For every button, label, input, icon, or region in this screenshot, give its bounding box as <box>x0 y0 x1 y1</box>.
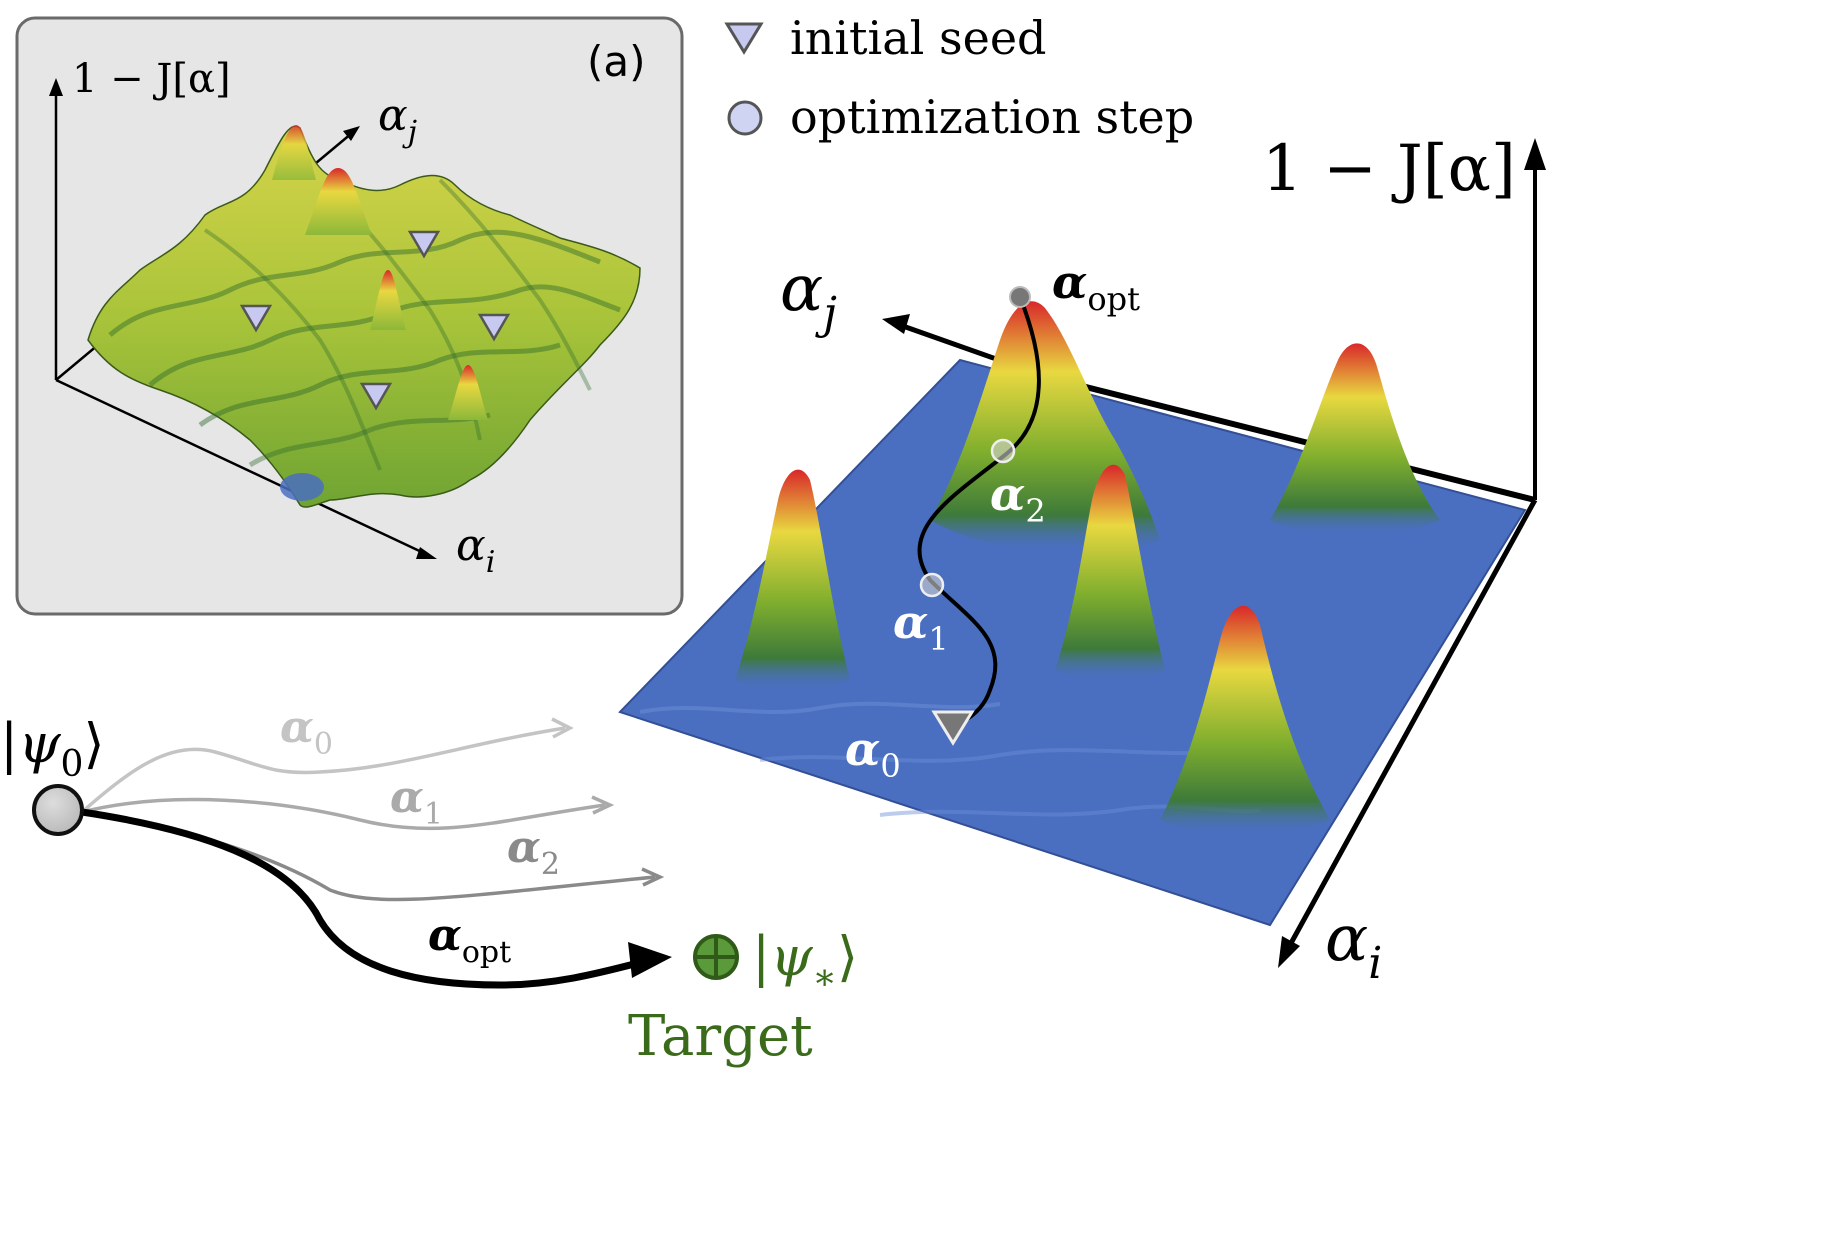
point-label-0: α0 <box>845 722 901 785</box>
target-state-label: |ψ∗⟩ <box>752 925 858 998</box>
peak <box>1270 343 1440 535</box>
seed-legend-icon <box>724 22 764 55</box>
trajectory-alpha-opt <box>81 808 651 989</box>
main-z-arrowhead <box>1524 138 1546 170</box>
panel-a-i-arrowhead <box>416 547 437 559</box>
panel-a-z-arrowhead <box>49 78 63 96</box>
peak <box>735 469 850 692</box>
point-label-2: α2 <box>990 467 1046 530</box>
main-i-arrowhead <box>1278 936 1300 968</box>
main-i-label: αi <box>1325 902 1382 989</box>
step-point-2 <box>990 438 1016 464</box>
step-point-1 <box>919 572 945 598</box>
legend: initial seed optimization step <box>724 11 1194 144</box>
path-label-alpha-opt: αopt <box>428 910 511 970</box>
peak <box>1160 605 1330 835</box>
optimization-path <box>917 296 1041 724</box>
path-label-alpha0: α0 <box>280 702 333 762</box>
trajectory-alpha1 <box>81 797 606 831</box>
path-label-alpha2: α2 <box>507 822 560 882</box>
plot-back-edge <box>1049 375 1536 503</box>
main-j-label: αj <box>780 252 837 339</box>
step-legend-icon <box>727 100 763 136</box>
seed-marker <box>407 230 441 259</box>
trajectory-alpha0 <box>80 726 566 814</box>
step-point-opt <box>1009 286 1031 308</box>
panel-a-landscape <box>87 125 641 508</box>
legend-initial-seed: initial seed <box>790 11 1047 65</box>
panel-a-z-label: 1 − J[α] <box>72 56 231 102</box>
main-z-label: 1 − J[α] <box>1262 132 1516 206</box>
path-label-alpha1: α1 <box>390 772 443 832</box>
trajectory-alpha2 <box>81 810 656 902</box>
main-i-axis <box>1287 498 1538 947</box>
target-icon <box>693 934 739 980</box>
target-caption: Target <box>628 1004 813 1069</box>
seed-marker <box>239 304 273 333</box>
seed-point-0 <box>931 710 975 746</box>
point-label-1: α1 <box>893 595 949 658</box>
point-label-opt: αopt <box>1052 255 1140 318</box>
main-plot: 1 − J[α] αj αi αopt α2 α1 α0 <box>618 132 1546 989</box>
peak <box>1055 464 1165 682</box>
initial-state-node <box>32 784 84 836</box>
legend-optimization-step: optimization step <box>790 90 1194 144</box>
panel-a-i-axis <box>55 378 429 557</box>
main-j-arrowhead <box>882 314 910 334</box>
trajectory-opt-arrowhead <box>628 942 672 978</box>
initial-state-label: |ψ0⟩ <box>0 712 105 785</box>
seed-marker <box>477 313 511 342</box>
panel-a: 1 − J[α] (a) αj αi <box>15 16 684 616</box>
seed-marker <box>359 382 393 411</box>
panel-a-i-label: αi <box>456 520 495 580</box>
panel-a-tag: (a) <box>587 37 646 86</box>
trajectory-diagram: |ψ0⟩ α0 α1 α2 αopt |ψ∗⟩ Target <box>0 702 858 1069</box>
panel-a-j-arrowhead <box>343 126 360 141</box>
